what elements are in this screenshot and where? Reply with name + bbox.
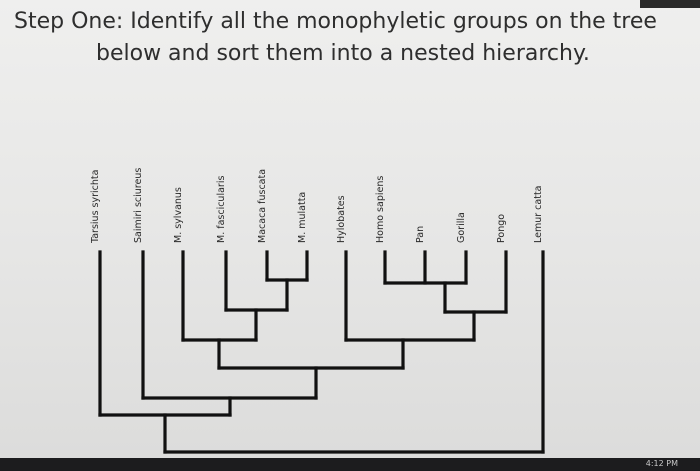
- title-line-1: Step One: Identify all the monophyletic …: [14, 9, 657, 34]
- taxon-label-1: Saimiri sciureus: [133, 168, 144, 243]
- taxon-label-7: Homo sapiens: [375, 176, 386, 243]
- taxon-label-5: M. mulatta: [297, 192, 308, 243]
- taxon-label-6: Hylobates: [336, 195, 347, 243]
- clock: 4:12 PM: [645, 459, 678, 468]
- slide-title: Step One: Identify all the monophyletic …: [14, 6, 686, 70]
- title-line-2: below and sort them into a nested hierar…: [96, 41, 590, 66]
- taxon-label-2: M. sylvanus: [173, 187, 184, 243]
- window-corner: [640, 0, 700, 8]
- taxon-label-8: Pan: [415, 226, 426, 243]
- taxon-label-11: Lemur catta: [533, 186, 544, 244]
- taxon-label-9: Gorilla: [456, 212, 467, 243]
- taskbar: 4:12 PM: [0, 458, 700, 471]
- phylogenetic-tree: Tarsius syrichta Saimiri sciureus M. sylva…: [90, 168, 545, 454]
- taxon-label-0: Tarsius syrichta: [90, 170, 101, 244]
- tree-branches: [98, 250, 545, 454]
- taxon-label-4: Macaca fuscata: [257, 169, 268, 243]
- slide: Step One: Identify all the monophyletic …: [0, 0, 700, 458]
- taxon-label-10: Pongo: [496, 214, 507, 243]
- taxon-labels: Tarsius syrichta Saimiri sciureus M. sylva…: [90, 168, 544, 244]
- taxon-label-3: M. fascicularis: [216, 176, 227, 243]
